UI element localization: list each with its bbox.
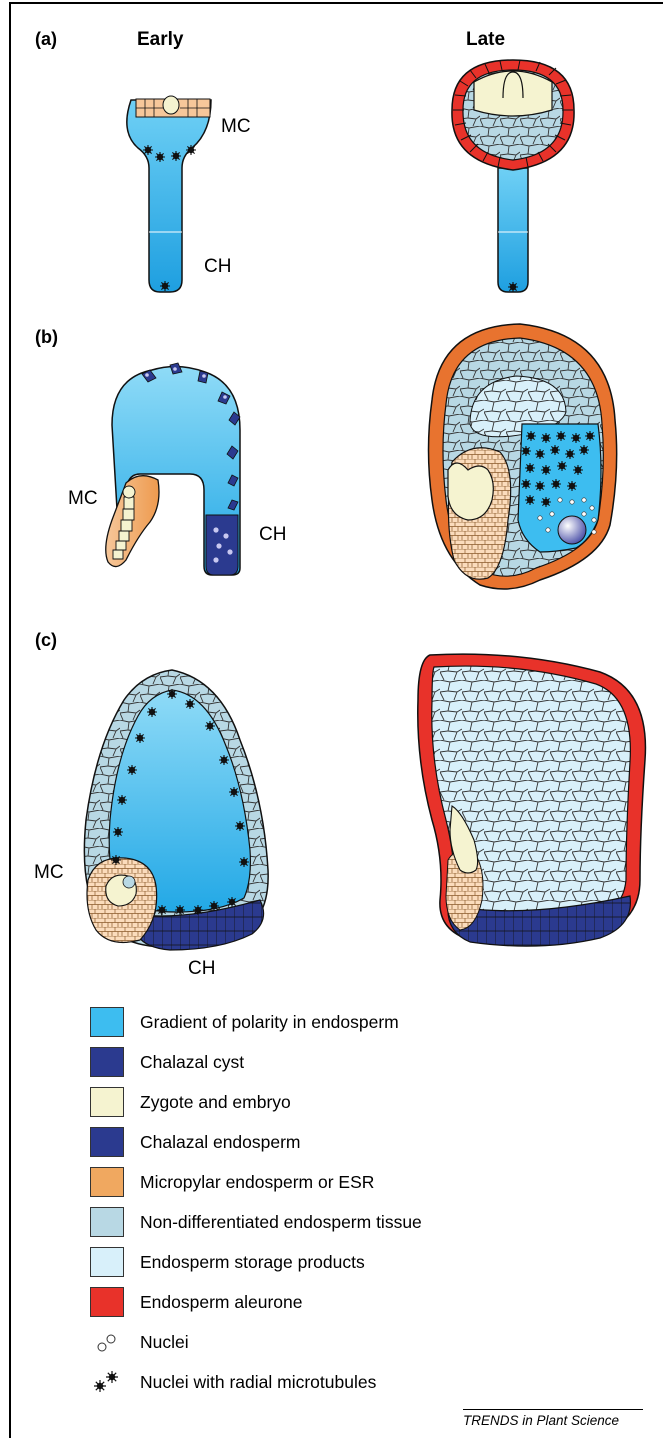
legend-row: Chalazal cyst [90,1044,244,1080]
legend-row: Gradient of polarity in endosperm [90,1004,399,1040]
c-early-sac [84,670,268,950]
legend-swatch [90,1207,124,1237]
legend-row: Endosperm storage products [90,1244,365,1280]
nuclei-icon [90,1327,124,1357]
legend-swatch [90,1007,124,1037]
legend-swatch [90,1127,124,1157]
legend-row: Non-differentiated endosperm tissue [90,1204,422,1240]
legend-row: Endosperm aleurone [90,1284,302,1320]
legend-row: Zygote and embryo [90,1084,291,1120]
radial-nuclei-icon [90,1367,124,1397]
legend-label: Gradient of polarity in endosperm [140,1012,399,1033]
legend-row: Chalazal endosperm [90,1124,301,1160]
legend-row: Nuclei [90,1324,189,1360]
legend-row: Micropylar endosperm or ESR [90,1164,374,1200]
a-early-sac [127,96,211,292]
diagram-svg [0,0,666,1000]
journal-credit: TRENDS in Plant Science [463,1409,643,1428]
legend-label: Chalazal cyst [140,1052,244,1073]
legend-label: Non-differentiated endosperm tissue [140,1212,422,1233]
legend-swatch [90,1047,124,1077]
legend-swatch [90,1247,124,1277]
legend-label: Nuclei [140,1332,189,1353]
legend-swatch [90,1167,124,1197]
legend-label: Nuclei with radial microtubules [140,1372,376,1393]
legend-label: Endosperm storage products [140,1252,365,1273]
legend-swatch [90,1087,124,1117]
legend-label: Endosperm aleurone [140,1292,302,1313]
b-early-sac [106,363,240,575]
legend-row: Nuclei with radial microtubules [90,1364,376,1400]
legend-label: Zygote and embryo [140,1092,291,1113]
b-late-sac [429,324,617,589]
legend-label: Micropylar endosperm or ESR [140,1172,374,1193]
legend-swatch [90,1287,124,1317]
legend-label: Chalazal endosperm [140,1132,301,1153]
c-late-sac [418,654,646,946]
a-late-sac [452,60,574,292]
